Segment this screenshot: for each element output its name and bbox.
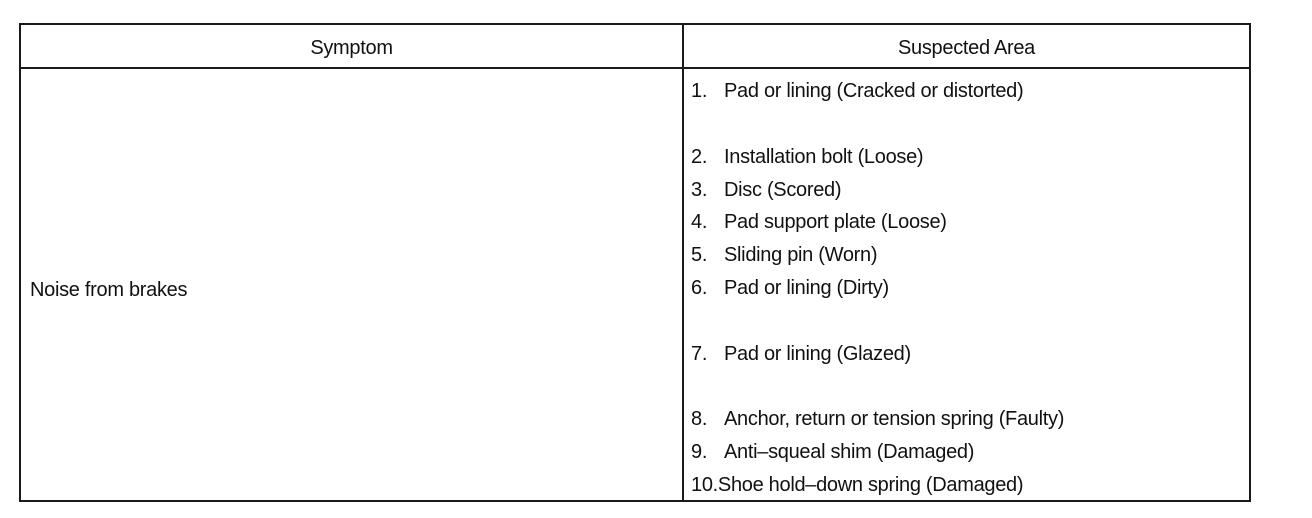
item-text: Sliding pin (Worn) [724,244,878,266]
list-item: 2. Installation bolt (Loose) [691,146,924,169]
item-text: Disc (Scored) [724,179,842,201]
list-item: 4. Pad support plate (Loose) [691,211,947,234]
list-item: 1. Pad or lining (Cracked or distorted) [691,80,1024,103]
list-item: 7. Pad or lining (Glazed) [691,343,911,366]
item-text: Anti–squeal shim (Damaged) [724,441,975,463]
item-number: 4. [691,211,708,233]
item-number: 1. [691,80,708,102]
item-text: Shoe hold–down spring (Damaged) [717,474,1024,496]
item-number: 2. [691,146,708,168]
item-text: Installation bolt (Loose) [724,146,924,168]
list-item: 10.Shoe hold–down spring (Damaged) [691,474,1024,497]
header-symptom: Symptom [310,37,393,59]
suspected-area-list: 1. Pad or lining (Cracked or distorted) 2… [691,25,1241,500]
list-item: 6. Pad or lining (Dirty) [691,277,889,300]
list-item: 9. Anti–squeal shim (Damaged) [691,441,974,464]
item-text: Pad or lining (Dirty) [724,277,889,299]
item-number: 5. [691,244,708,266]
item-number: 10. [691,474,718,496]
list-item: 8. Anchor, return or tension spring (Faul… [691,408,1064,431]
header-divider [21,67,1249,69]
troubleshooting-table: Symptom Suspected Area Noise from brakes… [19,23,1251,502]
item-number: 9. [691,441,708,463]
item-text: Pad or lining (Cracked or distorted) [724,80,1024,102]
list-item: 3. Disc (Scored) [691,179,842,202]
item-number: 8. [691,408,708,430]
item-number: 3. [691,179,708,201]
item-text: Pad support plate (Loose) [724,211,947,233]
header-suspected-area: Suspected Area [897,37,1035,59]
symptom-cell: Noise from brakes [30,279,188,301]
list-item: 5. Sliding pin (Worn) [691,244,877,267]
column-divider [682,25,684,500]
item-text: Anchor, return or tension spring (Faulty… [724,408,1065,430]
item-number: 7. [691,343,708,365]
item-text: Pad or lining (Glazed) [724,343,911,365]
item-number: 6. [691,277,708,299]
